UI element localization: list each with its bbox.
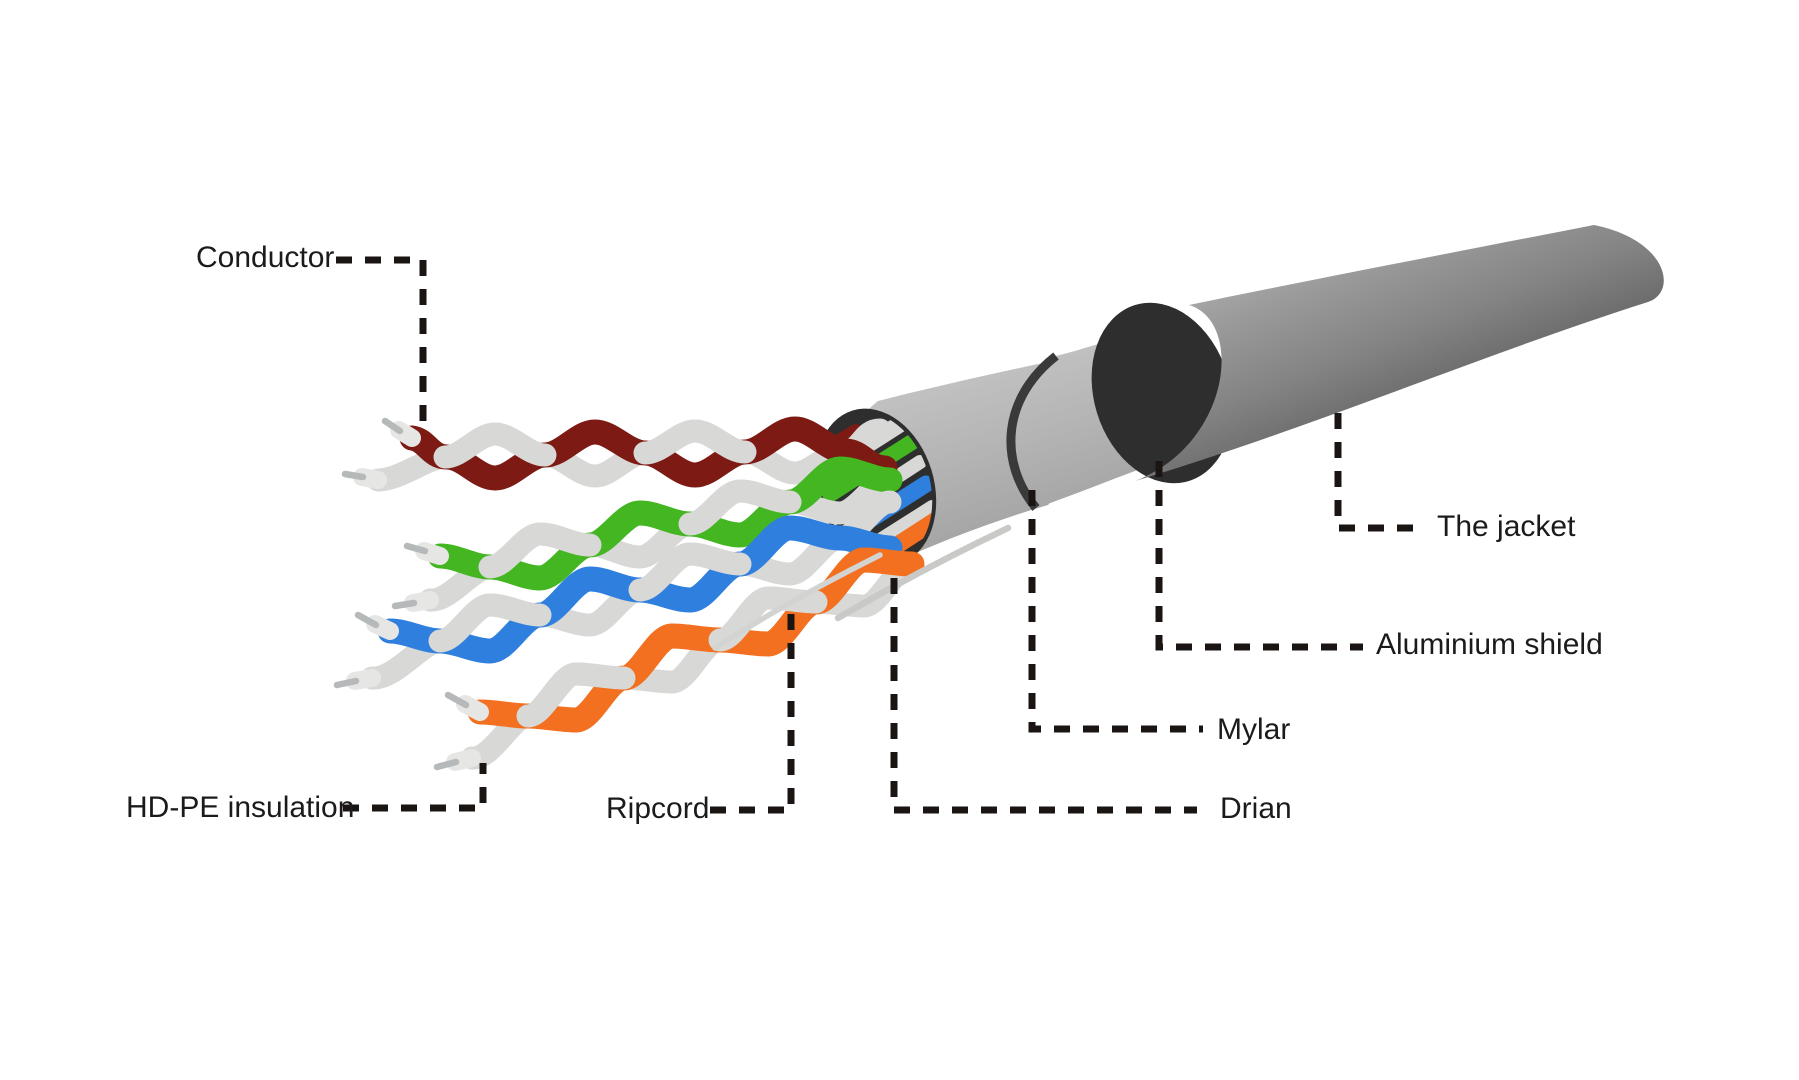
- label-hd-pe-insulation: HD-PE insulation: [126, 791, 355, 824]
- conductor-pin: [333, 677, 360, 689]
- leader-line-hd-pe-insulation: [343, 763, 487, 812]
- twisted-pair-blue: [360, 490, 903, 690]
- drain-wire-strand: [834, 524, 1012, 622]
- wire-green: [427, 456, 903, 591]
- conductor-pin: [433, 758, 460, 771]
- conductor-pin: [391, 599, 418, 610]
- label-mylar: Mylar: [1217, 713, 1291, 746]
- conductor-pin: [341, 470, 367, 481]
- leader-line-drian: [890, 578, 1197, 814]
- label-the-jacket: The jacket: [1437, 510, 1576, 543]
- wire-white: [516, 662, 636, 728]
- wire-white: [678, 479, 802, 536]
- leader-line-ripcord: [710, 611, 795, 814]
- shield-edge-ring: [1006, 352, 1059, 511]
- conductor-pin: [354, 611, 380, 629]
- label-conductor: Conductor: [196, 241, 335, 274]
- wire-white: [633, 419, 757, 465]
- label-aluminium-shield: Aluminium shield: [1376, 628, 1603, 661]
- wire-white: [433, 422, 557, 469]
- twisted-pair-brown: [366, 416, 898, 492]
- ripcord-strand: [712, 552, 883, 651]
- conductor-pin: [381, 417, 404, 435]
- thin-strands: [712, 524, 1012, 651]
- jacket-layer: [1135, 225, 1664, 481]
- twisted-pair-orange: [460, 547, 925, 770]
- wire-orange: [467, 547, 925, 733]
- leader-lines: [336, 256, 1421, 814]
- wire-tips: [333, 417, 489, 771]
- leader-line-conductor: [336, 256, 427, 428]
- conductor-pin: [403, 542, 429, 555]
- twisted-pair-green: [418, 456, 903, 612]
- leader-line-aluminium-shield: [1155, 461, 1363, 651]
- wire-white: [428, 593, 552, 653]
- label-drian: Drian: [1220, 792, 1292, 825]
- conductor-pin: [444, 691, 470, 709]
- leader-line-mylar: [1028, 490, 1203, 733]
- wire-white: [708, 586, 828, 652]
- leader-line-the-jacket: [1334, 413, 1421, 532]
- label-ripcord: Ripcord: [606, 792, 710, 825]
- wire-white: [628, 542, 752, 602]
- wire-white: [478, 522, 602, 579]
